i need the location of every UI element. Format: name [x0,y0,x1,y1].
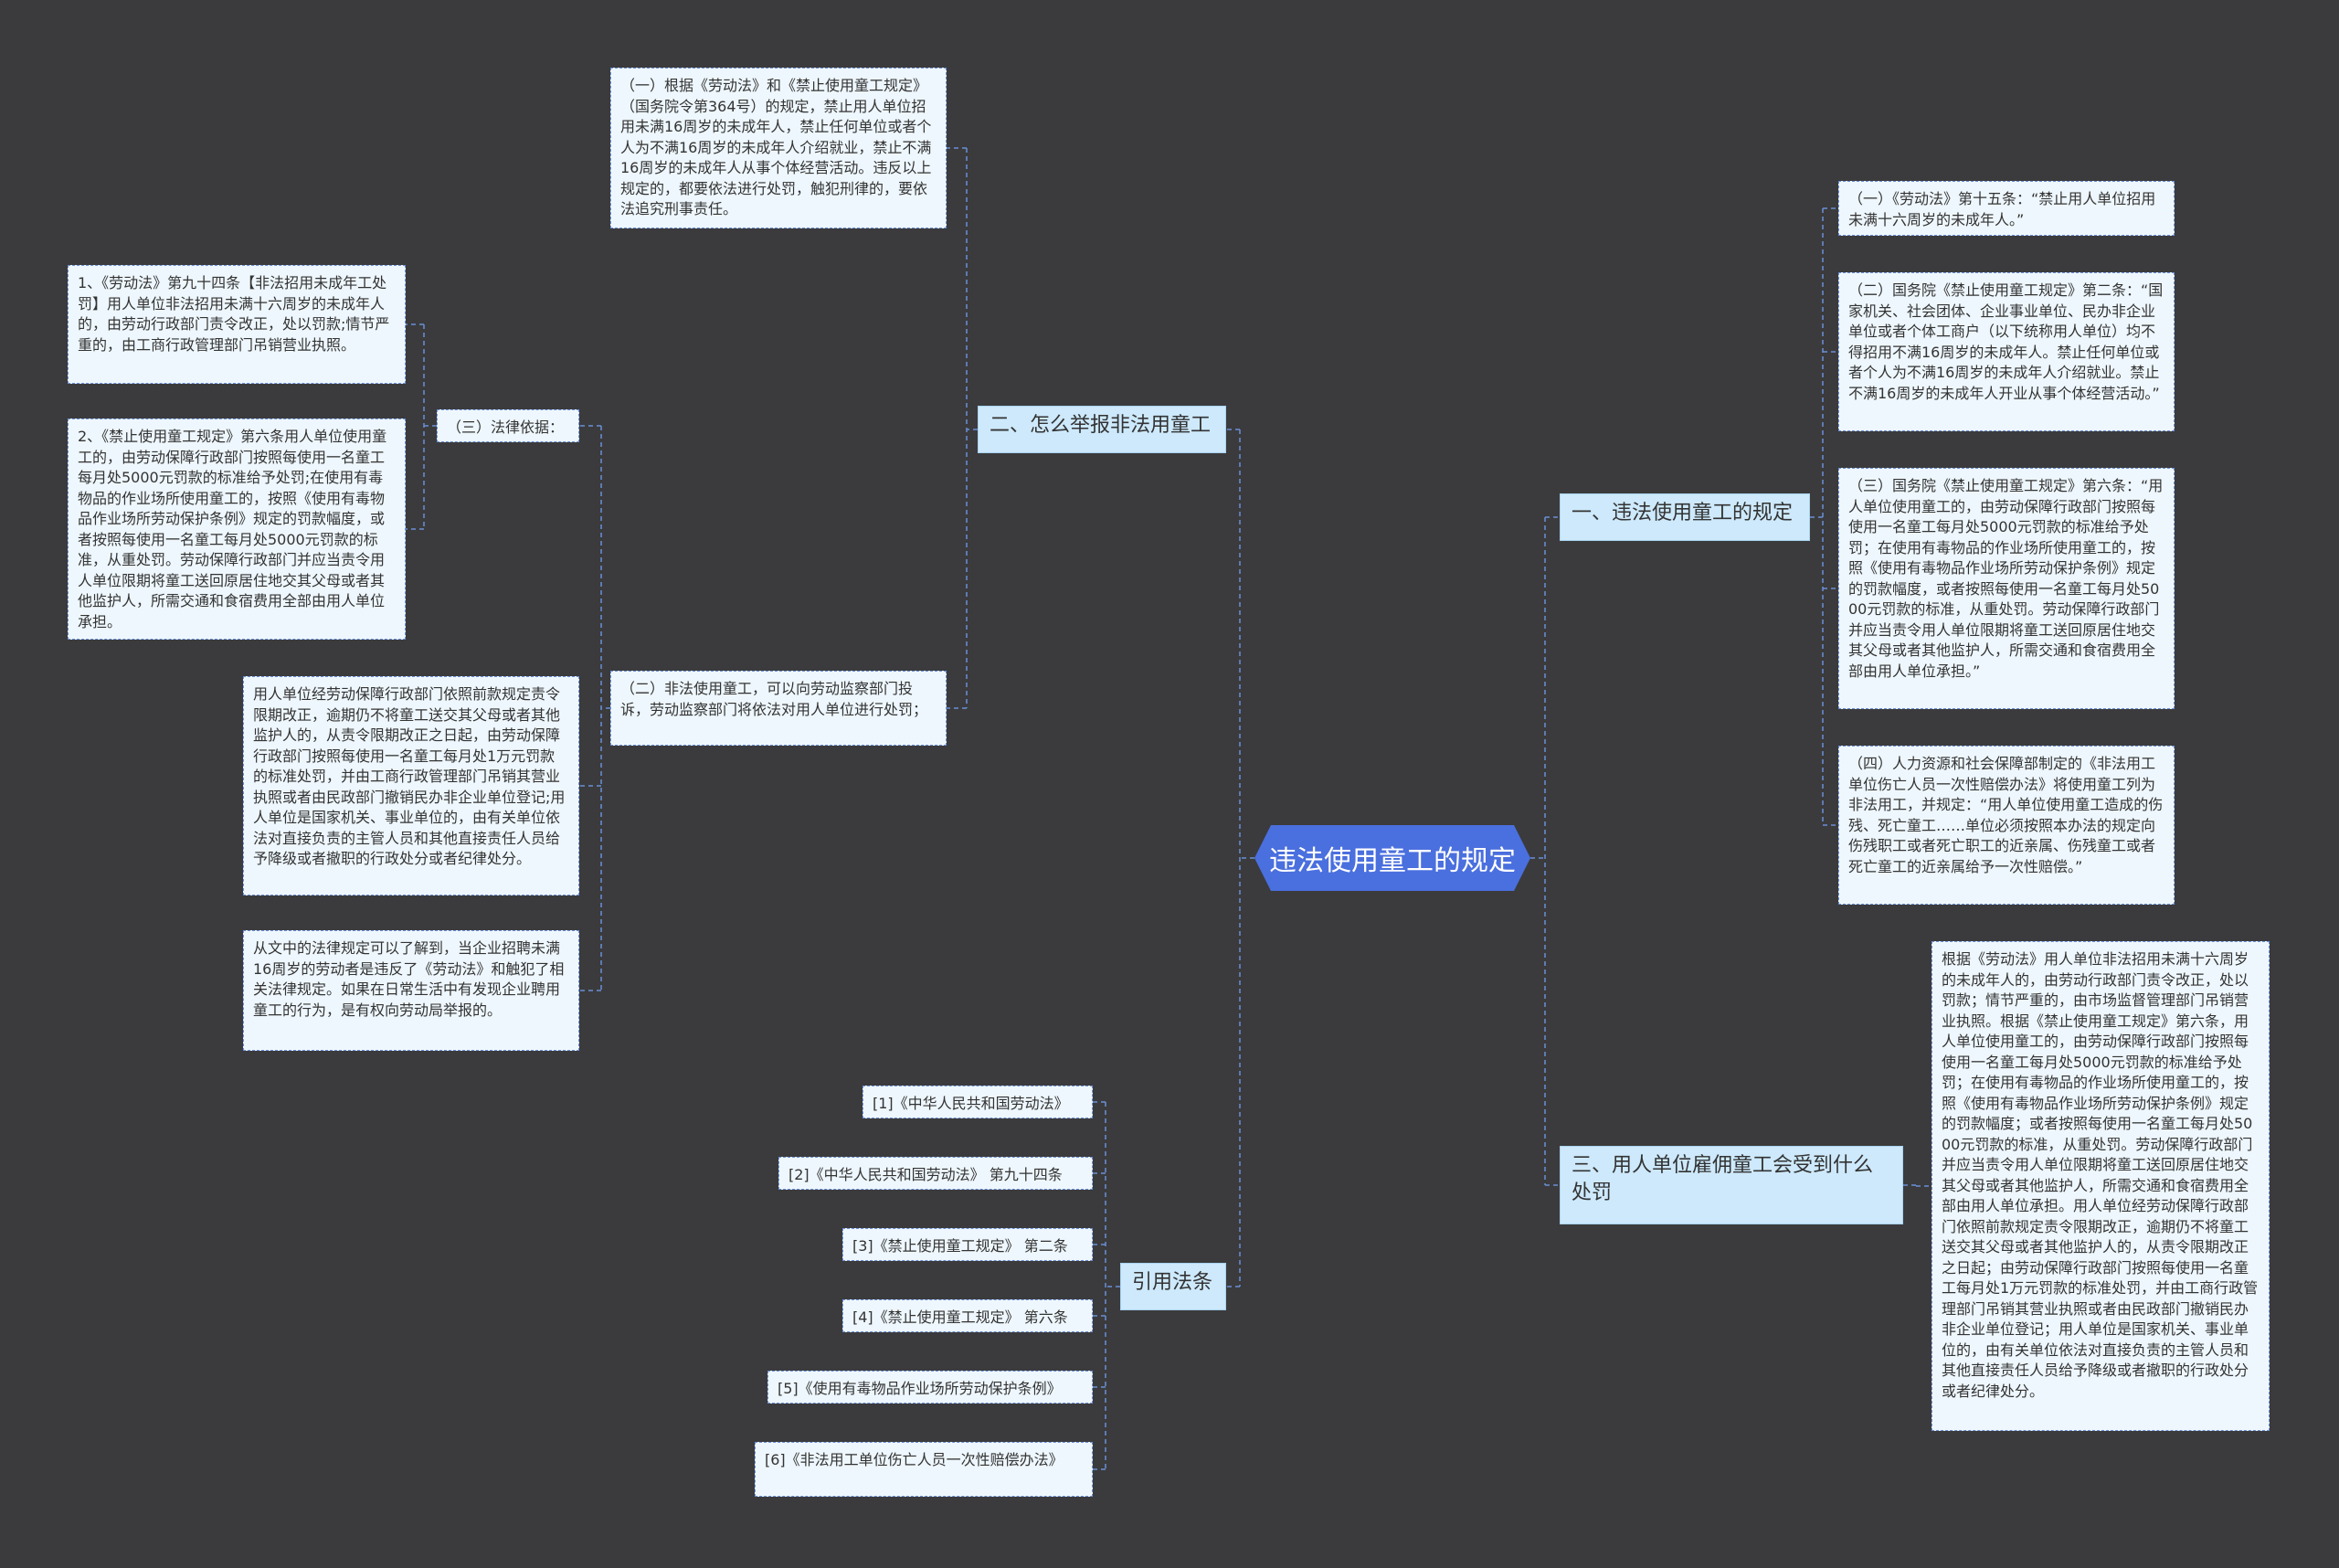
leaf-penalty[interactable]: 根据《劳动法》用人单位非法招用未满十六周岁的未成年人的，由劳动行政部门责令改正，… [1932,941,2270,1431]
branch-rules[interactable]: 一、违法使用童工的规定 [1560,493,1810,541]
ref-item-3[interactable]: [3]《禁止使用童工规定》 第二条 [842,1228,1093,1261]
leaf-rule-4[interactable]: （四）人力资源和社会保障部制定的《非法用工单位伤亡人员一次性赔偿办法》将使用童工… [1838,746,2175,905]
branch-penalty[interactable]: 三、用人单位雇佣童工会受到什么处罚 [1560,1146,1903,1224]
leaf-rule-1[interactable]: （一）《劳动法》第十五条：“禁止用人单位招用未满十六周岁的未成年人。” [1838,181,2175,236]
root-topic[interactable]: 违法使用童工的规定 [1254,825,1530,891]
leaf-report-3[interactable]: 用人单位经劳动保障行政部门依照前款规定责令限期改正，逾期仍不将童工送交其父母或者… [243,676,579,895]
ref-item-6[interactable]: [6]《非法用工单位伤亡人员一次性赔偿办法》 [755,1442,1093,1497]
leaf-report-4[interactable]: 从文中的法律规定可以了解到，当企业招聘未满16周岁的劳动者是违反了《劳动法》和触… [243,930,579,1051]
ref-item-2[interactable]: [2]《中华人民共和国劳动法》 第九十四条 [778,1157,1093,1190]
branch-report[interactable]: 二、怎么举报非法用童工 [978,406,1226,453]
sub-legal-basis[interactable]: （三）法律依据： [437,409,579,442]
leaf-report-2[interactable]: （二）非法使用童工，可以向劳动监察部门投诉，劳动监察部门将依法对用人单位进行处罚… [610,671,947,746]
leaf-basis-1[interactable]: 1、《劳动法》第九十四条【非法招用未成年工处罚】用人单位非法招用未满十六周岁的未… [68,265,406,384]
root-topic-label: 违法使用童工的规定 [1269,845,1516,877]
ref-item-1[interactable]: [1]《中华人民共和国劳动法》 [863,1086,1093,1118]
ref-item-4[interactable]: [4]《禁止使用童工规定》 第六条 [842,1299,1093,1332]
ref-item-5[interactable]: [5]《使用有毒物品作业场所劳动保护条例》 [767,1371,1093,1404]
branch-references[interactable]: 引用法条 [1120,1263,1226,1310]
leaf-rule-2[interactable]: （二）国务院《禁止使用童工规定》第二条：“国家机关、社会团体、企业事业单位、民办… [1838,272,2175,431]
leaf-report-1[interactable]: （一）根据《劳动法》和《禁止使用童工规定》（国务院令第364号）的规定，禁止用人… [610,68,947,228]
leaf-rule-3[interactable]: （三）国务院《禁止使用童工规定》第六条：“用人单位使用童工的，由劳动保障行政部门… [1838,468,2175,709]
leaf-basis-2[interactable]: 2、《禁止使用童工规定》第六条用人单位使用童工的，由劳动保障行政部门按照每使用一… [68,418,406,640]
